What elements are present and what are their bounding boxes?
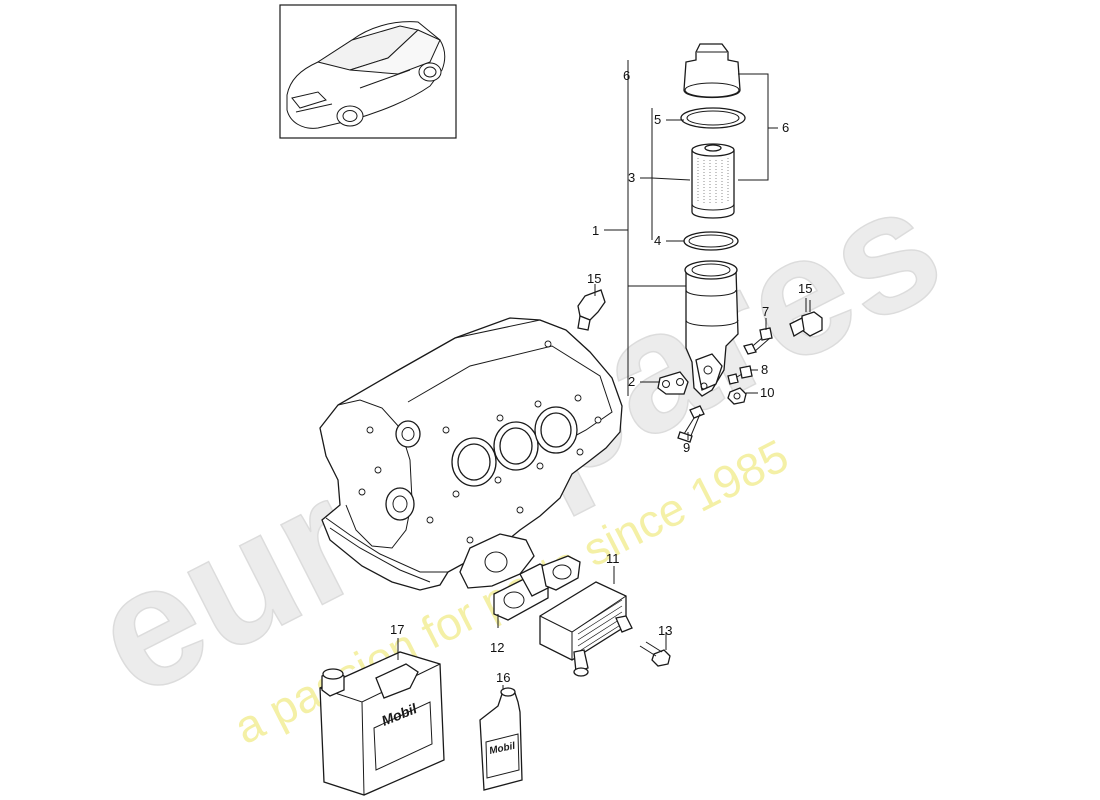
callout-5: 5 — [654, 112, 661, 127]
gasket-2 — [657, 371, 689, 395]
callout-7: 7 — [762, 304, 769, 319]
oil-filter-assembly — [657, 43, 746, 443]
filter-housing — [684, 260, 739, 397]
gasket-12 — [493, 555, 581, 621]
callout-11: 11 — [606, 551, 620, 566]
callout-14: 15 — [798, 281, 812, 296]
engine-block — [319, 317, 623, 591]
callouts: 6 5 6 3 1 4 15 15 7 8 2 10 9 11 17 13 12… — [390, 68, 812, 685]
bottle-brand-label: Mobil — [488, 741, 516, 757]
callout-4: 4 — [654, 233, 661, 248]
callout-13: 13 — [658, 623, 672, 638]
callout-17: 17 — [390, 622, 404, 637]
filter-element — [691, 143, 735, 219]
block-bolt-holes — [358, 340, 602, 544]
callout-16: 16 — [496, 670, 510, 685]
vehicle-thumbnail — [279, 4, 457, 139]
bolt-8 — [727, 365, 753, 385]
leader-lines — [397, 60, 807, 690]
callout-8: 8 — [761, 362, 768, 377]
callout-1: 1 — [592, 223, 599, 238]
sensor-14 — [789, 300, 823, 337]
car-illustration — [286, 21, 446, 129]
part-15-plug — [577, 284, 606, 331]
callout-6-right: 6 — [782, 120, 789, 135]
oil-bottle-16: Mobil — [479, 687, 523, 791]
bolt-13 — [639, 641, 671, 667]
cylinder-bores — [451, 406, 578, 487]
callout-2: 2 — [628, 374, 635, 389]
callout-15: 15 — [587, 271, 601, 286]
callout-12: 12 — [490, 640, 504, 655]
filter-cap — [683, 43, 741, 99]
callout-3: 3 — [628, 170, 635, 185]
nut-10 — [727, 387, 747, 405]
oil-canister-17: Mobil — [319, 651, 445, 796]
callout-10: 10 — [760, 385, 774, 400]
oil-cooler-11 — [539, 581, 633, 677]
bolt-7 — [743, 327, 773, 355]
callout-9: 9 — [683, 440, 690, 455]
callout-6-left: 6 — [623, 68, 630, 83]
o-ring-5 — [680, 107, 746, 129]
